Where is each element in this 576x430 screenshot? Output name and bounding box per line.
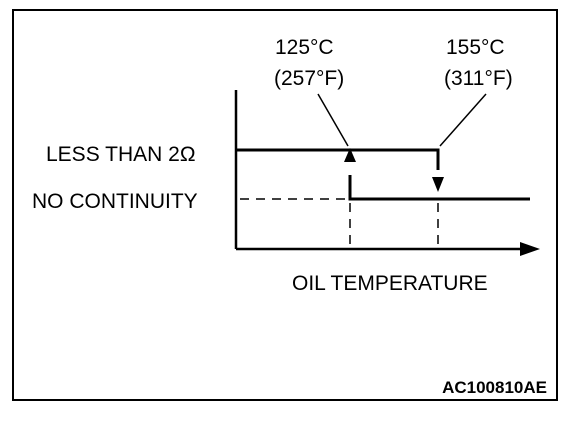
state-high-label: LESS THAN 2Ω [46, 143, 196, 166]
rising-transition-arrow-icon [344, 148, 356, 162]
continuity-state-line-high [236, 148, 440, 170]
falling-transition-arrow-icon [432, 177, 444, 192]
threshold-1-leader-line [317, 93, 349, 147]
threshold-2-fahrenheit-label: (311°F) [444, 67, 513, 90]
figure-code: AC100810AE [442, 378, 547, 397]
figure-frame [12, 9, 558, 401]
state-high-label-text: LESS THAN 2 [46, 143, 180, 166]
x-axis-arrowhead [520, 242, 540, 256]
threshold-1-celsius-label: 125°C [275, 36, 334, 59]
threshold-2-leader-line [439, 93, 487, 147]
threshold-2-celsius-label: 155°C [446, 36, 505, 59]
state-high-unit: Ω [180, 143, 196, 166]
x-axis-label: OIL TEMPERATURE [292, 272, 488, 295]
continuity-state-line-low [348, 175, 530, 201]
threshold-1-fahrenheit-label: (257°F) [274, 67, 344, 90]
state-low-label: NO CONTINUITY [32, 190, 198, 213]
